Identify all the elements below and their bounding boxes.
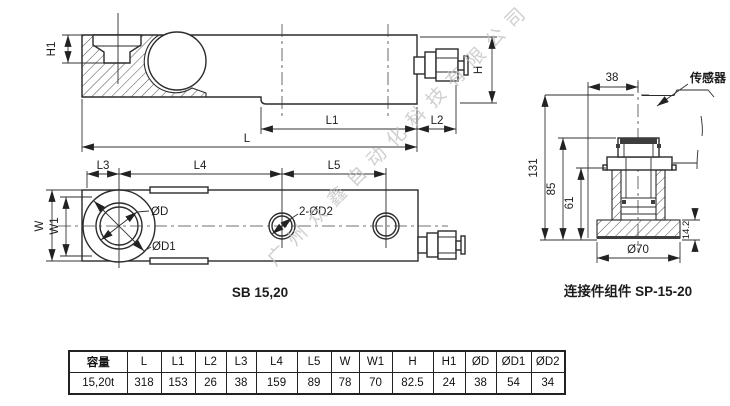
base-plate — [596, 219, 681, 239]
table-header-cell: L2 — [194, 350, 227, 373]
side-view: H1 L1 L2 L H — [46, 13, 497, 152]
flange — [606, 156, 673, 171]
table-value-cell: 82.5 — [391, 372, 434, 395]
table-header-cell: ØD1 — [495, 350, 532, 373]
cover-plate-top — [149, 186, 209, 194]
table-value-cell: 26 — [194, 372, 227, 395]
dim-label-l2: L2 — [431, 115, 444, 127]
cylinder-wall-right — [655, 169, 666, 221]
assembly-view: 38 131 85 61 14.2 Ø70 传感器 连接件组件 SP-15-2 — [528, 70, 727, 299]
table-header-cell: L5 — [296, 350, 332, 373]
table-header-row: 容量 L L1 L2 L3 L4 L5 W W1 H H1 ØD ØD1 ØD2 — [68, 350, 566, 373]
dim-label-l4: L4 — [194, 160, 207, 172]
table-header-cell: L4 — [255, 350, 298, 373]
table-value-row: 15,20t 318 153 26 38 159 89 78 70 82.5 2… — [68, 372, 566, 395]
cable-connector-top — [417, 230, 466, 260]
dim-label-diameter-d: ØD — [151, 206, 168, 218]
dim-label-38: 38 — [606, 72, 619, 84]
dim-label-base-diameter: Ø70 — [627, 244, 649, 256]
table-header-cell: L3 — [225, 350, 257, 373]
dim-label-diameter-d1: ØD1 — [152, 241, 176, 253]
load-hole-side — [147, 31, 207, 91]
cable-connector-side — [413, 48, 469, 82]
table-value-cell: 89 — [296, 372, 332, 395]
cover-plate-bottom — [149, 257, 209, 265]
dim-label-w1: W1 — [49, 217, 61, 234]
table-header-cell: L — [126, 350, 162, 373]
dim-label-l: L — [244, 133, 251, 145]
table-value-cell: 15,20t — [68, 372, 128, 395]
table-value-cell: 54 — [495, 372, 532, 395]
drawing-canvas: H1 L1 L2 L H — [34, 13, 727, 300]
dim-label-diameter-d2: 2-ØD2 — [299, 206, 333, 218]
mounting-cavity — [92, 34, 142, 64]
table-value-cell: 24 — [432, 372, 466, 395]
assembly-caption: 连接件组件 SP-15-20 — [564, 283, 692, 299]
table-value-cell: 34 — [530, 372, 566, 395]
dim-label-l3: L3 — [97, 160, 110, 172]
table-header-cell: W — [330, 350, 360, 373]
table-value-cell: 153 — [160, 372, 196, 395]
dim-label-w: W — [34, 220, 46, 231]
sensor-label: 传感器 — [689, 70, 727, 85]
dim-label-14-2: 14.2 — [681, 221, 692, 240]
table-header-cell: H1 — [432, 350, 466, 373]
dim-label-h1: H1 — [46, 42, 58, 57]
table-value-cell: 38 — [225, 372, 257, 395]
dimension-spec-table: 容量 L L1 L2 L3 L4 L5 W W1 H H1 ØD ØD1 ØD2… — [68, 350, 566, 395]
table-value-cell: 70 — [358, 372, 393, 395]
table-header-cell: L1 — [160, 350, 196, 373]
table-header-cell: ØD2 — [530, 350, 566, 373]
table-value-cell: 159 — [255, 372, 298, 395]
sensor-sketch — [642, 89, 715, 170]
table-header-cell: W1 — [358, 350, 393, 373]
dim-label-131: 131 — [528, 158, 540, 177]
dim-label-l1: L1 — [326, 115, 339, 127]
dim-label-85: 85 — [546, 183, 558, 196]
dim-label-h: H — [473, 66, 485, 74]
table-value-cell: 78 — [330, 372, 360, 395]
cylinder-wall-left — [611, 169, 622, 221]
dim-label-61: 61 — [564, 197, 576, 210]
table-value-cell: 38 — [464, 372, 497, 395]
dim-label-l5: L5 — [328, 160, 341, 172]
table-value-cell: 318 — [126, 372, 162, 395]
table-header-cell: 容量 — [68, 350, 128, 373]
side-top-view-caption: SB 15,20 — [232, 285, 288, 300]
top-view: L3 L4 L5 W W1 ØD ØD1 2-ØD2 SB 15,20 — [34, 160, 466, 300]
table-header-cell: H — [391, 350, 434, 373]
table-header-cell: ØD — [464, 350, 497, 373]
